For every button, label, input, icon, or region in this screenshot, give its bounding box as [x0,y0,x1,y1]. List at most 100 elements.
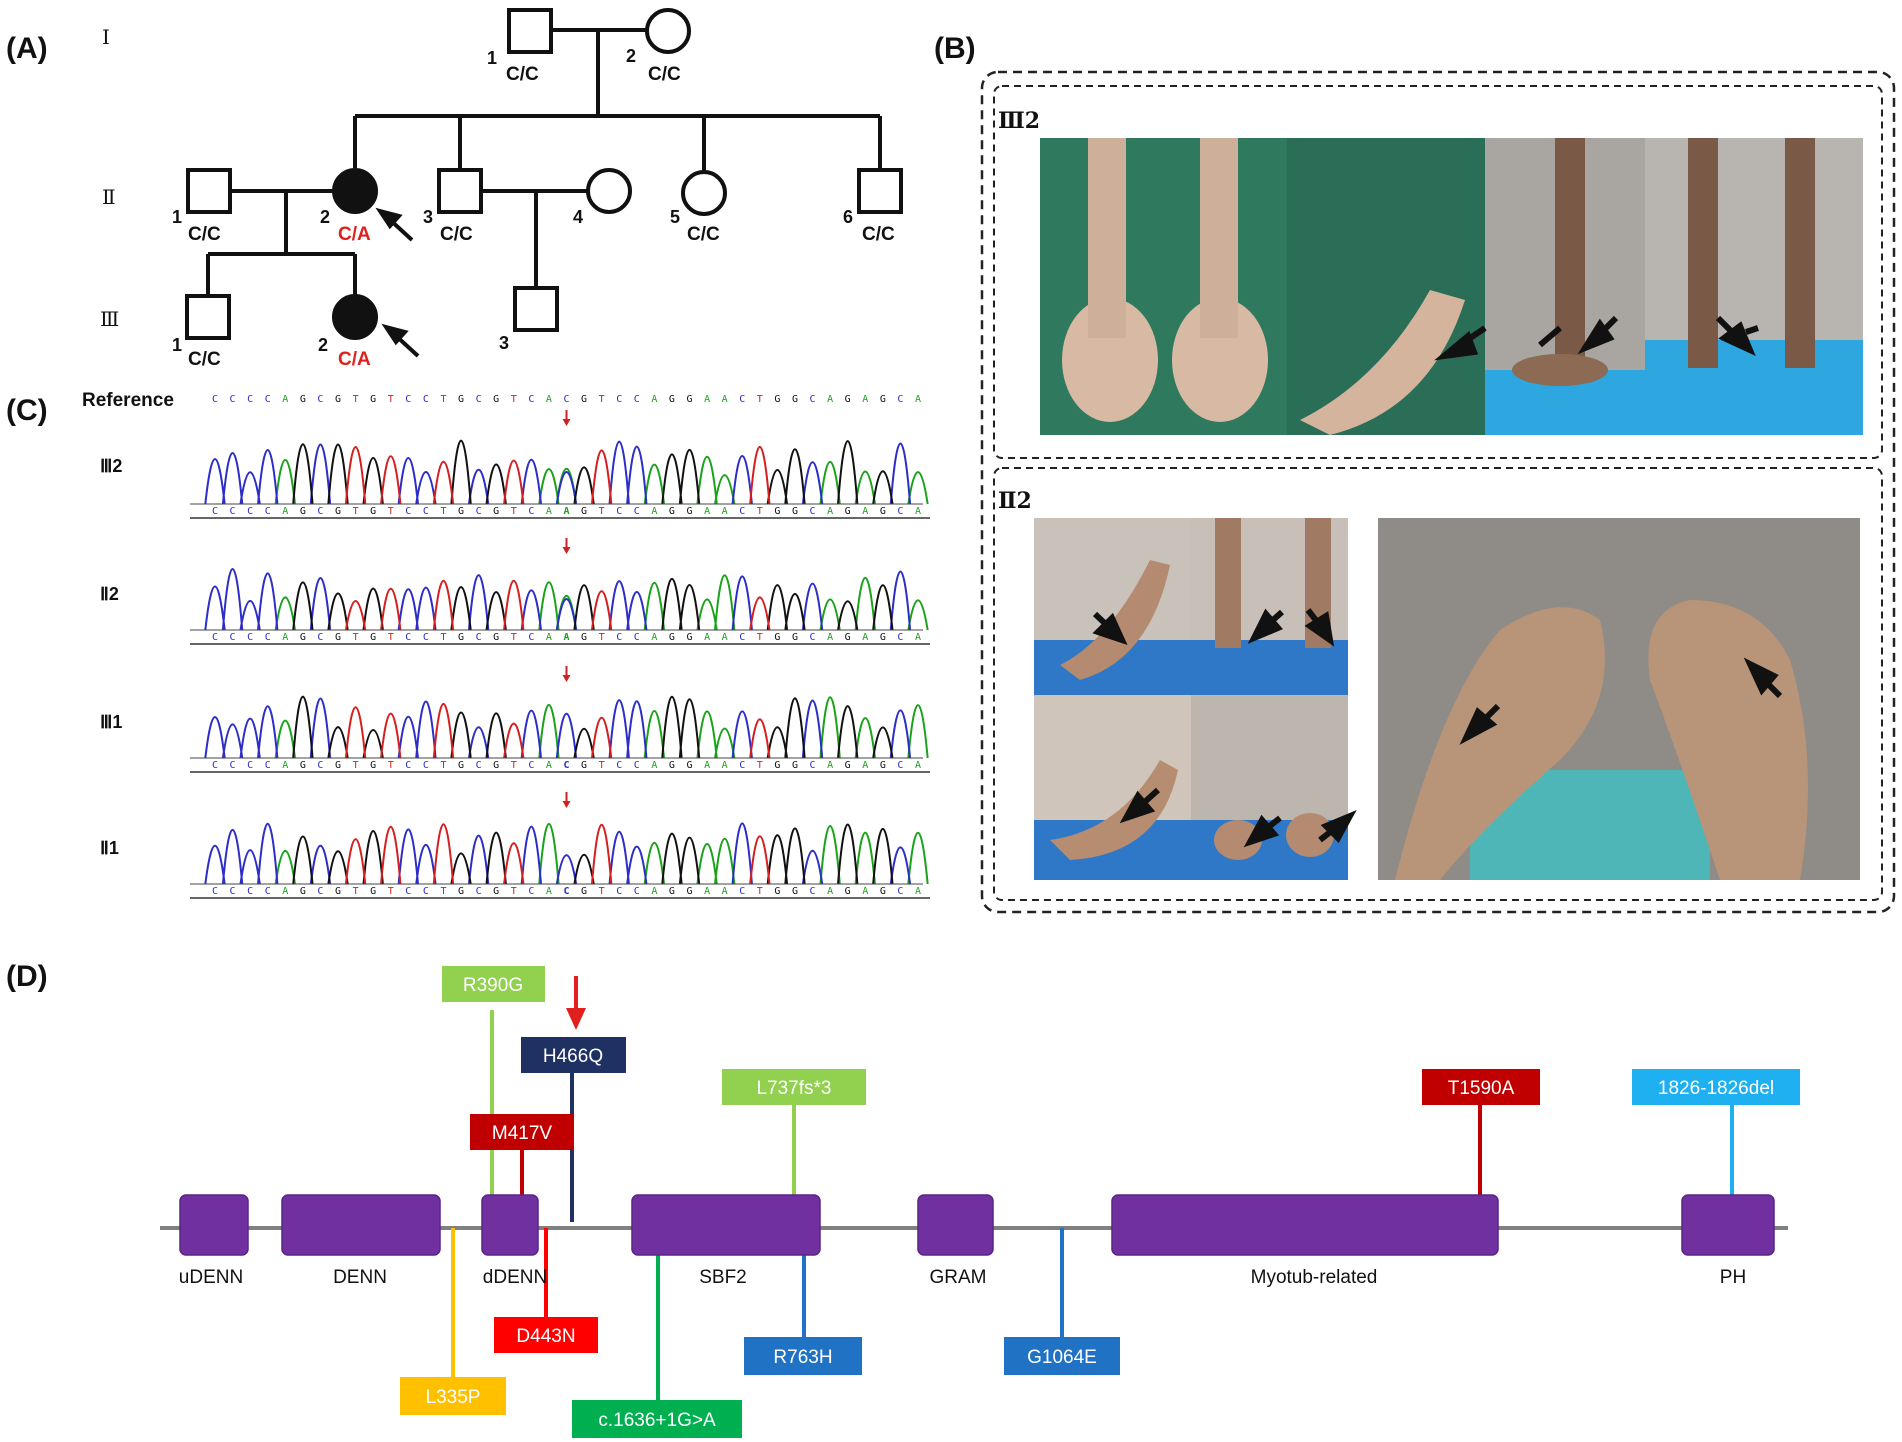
photos-group-1-label: Ⅲ2 [998,108,1040,134]
called-base: C [897,506,903,517]
called-base: C [423,886,429,897]
reference-base: A [282,394,288,405]
individual-II-1-number: 1 [172,207,182,227]
called-base: C [405,886,411,897]
mutation-box-m417v [470,1114,574,1150]
variant-base: A [563,632,569,643]
called-base: G [669,632,675,643]
reference-base: A [915,394,921,405]
individual-I-1-genotype: C/C [506,64,539,85]
called-base: A [827,760,833,771]
domain-label-myotub-related: Myotub-related [1251,1267,1378,1288]
called-base: C [528,886,534,897]
mutation-label-t1590a: T1590A [1448,1078,1515,1099]
generation-1-label: Ⅰ [102,25,110,49]
trace-peaks-A [274,574,929,631]
called-base: G [581,506,587,517]
called-base: T [511,506,517,517]
proband-arrowhead-II-2 [375,207,403,230]
called-base: C [247,506,253,517]
called-base: A [546,760,552,771]
called-base: A [704,506,710,517]
called-base: C [212,632,218,643]
called-base: T [757,632,763,643]
reference-base: C [616,394,622,405]
called-base: C [528,632,534,643]
called-base: G [669,506,675,517]
called-base: C [230,886,236,897]
called-base: T [599,886,605,897]
called-base: A [862,632,868,643]
pedigree-lines [206,28,882,296]
individual-II-5-genotype: C/C [687,224,720,245]
chromatogram-label: Ⅲ1 [100,712,122,732]
individual-III-1-symbol [185,294,231,340]
called-base: A [546,506,552,517]
individual-I-2-number: 2 [626,46,636,66]
called-base: G [669,760,675,771]
called-base: C [405,506,411,517]
individual-II-3-genotype: C/C [440,224,473,245]
individual-I-1-number: 1 [487,48,497,68]
called-base: A [915,632,921,643]
called-base: C [810,506,816,517]
called-base: C [230,760,236,771]
individual-III-1-number: 1 [172,335,182,355]
called-base: G [792,506,798,517]
panel-d-label: (D) [6,960,48,993]
called-base: C [317,632,323,643]
individual-II-2-genotype: C/A [338,224,371,245]
individual-II-5-number: 5 [670,207,680,227]
called-base: G [845,632,851,643]
called-base: C [265,632,271,643]
called-base: C [739,760,745,771]
individual-III-3-symbol [513,286,559,332]
called-base: G [774,632,780,643]
mutation-box-d443n [494,1317,598,1353]
reference-base: A [827,394,833,405]
called-base: T [599,632,605,643]
called-base: G [845,506,851,517]
reference-base: A [704,394,710,405]
individual-I-2-genotype: C/C [648,64,681,85]
highlight-arrow [566,976,586,1030]
called-base: C [634,632,640,643]
reference-base: G [687,394,693,405]
called-base: G [370,632,376,643]
domain-label-ddenn: dDENN [483,1267,547,1288]
reference-base: T [511,394,517,405]
mutation-label-l335p: L335P [426,1387,481,1408]
called-base: G [880,760,886,771]
called-base: G [581,886,587,897]
individual-III-3-number: 3 [499,333,509,353]
reference-base: G [792,394,798,405]
mutation-label-d443n: D443N [516,1326,575,1347]
called-base: C [528,506,534,517]
called-base: G [880,886,886,897]
reference-base: G [335,394,341,405]
called-base: T [388,632,394,643]
called-base: A [651,886,657,897]
called-base: C [739,886,745,897]
called-base: G [687,760,693,771]
called-base: T [757,886,763,897]
called-base: G [300,632,306,643]
called-base: A [282,886,288,897]
reference-base: C [739,394,745,405]
individual-II-4-number: 4 [573,207,583,227]
reference-base: G [581,394,587,405]
called-base: C [616,506,622,517]
called-base: A [651,506,657,517]
called-base: G [792,632,798,643]
reference-base: G [880,394,886,405]
reference-base: A [862,394,868,405]
called-base: G [458,886,464,897]
individual-I-2-symbol [645,8,691,54]
variant-base: C [563,760,569,771]
called-base: G [493,886,499,897]
called-base: C [616,632,622,643]
called-base: C [634,760,640,771]
